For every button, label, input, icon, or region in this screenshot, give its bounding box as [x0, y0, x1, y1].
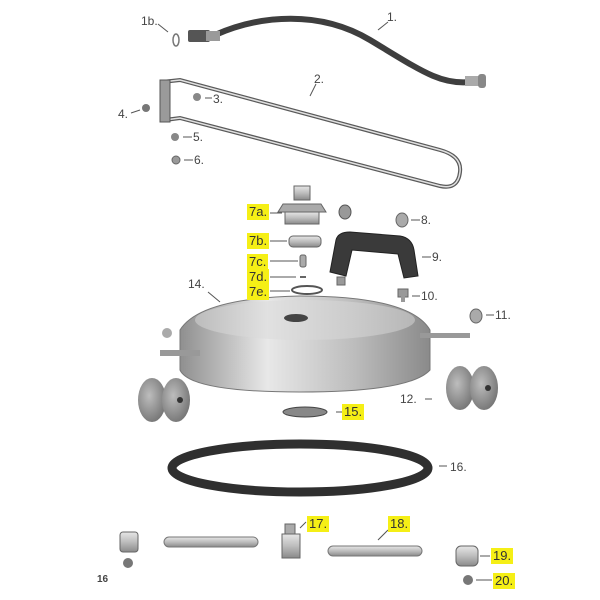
callout-10: 10.	[421, 289, 438, 303]
callout-5: 5.	[193, 130, 204, 144]
corner-label: 16	[97, 574, 109, 585]
callout-17: 17.	[307, 516, 330, 532]
cap-nut-8	[395, 212, 409, 228]
callout-4: 4.	[118, 107, 129, 121]
callout-7d: 7d.	[247, 269, 270, 285]
hose-part	[172, 15, 486, 88]
nozzle-cap-left	[119, 531, 139, 553]
callout-3: 3.	[213, 92, 224, 106]
pin-part	[299, 254, 307, 268]
callout-15: 15.	[342, 404, 365, 420]
housing-part	[160, 295, 470, 393]
nut-4	[142, 104, 150, 112]
washer-15	[282, 406, 328, 418]
callout-1b: 1b.	[141, 14, 158, 28]
screw-5	[171, 133, 179, 141]
callout-9: 9.	[432, 250, 443, 264]
snap-ring-part	[291, 285, 323, 295]
handle-frame-part	[159, 77, 463, 189]
callout-7e: 7e.	[247, 284, 270, 300]
cap-nut-11	[469, 308, 483, 324]
callout-1: 1.	[387, 10, 398, 24]
nozzle-cap-part	[455, 545, 479, 567]
callout-8: 8.	[421, 213, 432, 227]
caster-wheel-right	[446, 366, 498, 410]
handle-part	[329, 231, 419, 279]
callout-7c: 7c.	[247, 254, 269, 270]
callout-16: 16.	[450, 460, 467, 474]
callout-20: 20.	[493, 573, 516, 589]
callout-14: 14.	[188, 277, 205, 291]
cap-nut-part	[338, 204, 352, 220]
washer-6	[171, 155, 181, 165]
nut-3	[193, 93, 201, 101]
spray-bar-part	[327, 545, 423, 557]
caster-wheel-left	[138, 378, 190, 422]
callout-7b: 7b.	[247, 233, 270, 249]
callout-18: 18.	[388, 516, 411, 532]
nozzle-tip-left	[123, 558, 133, 568]
callout-12: 12.	[400, 392, 417, 406]
bolt-10	[397, 288, 409, 298]
nozzle-tip-part	[463, 575, 473, 585]
brush-ring-part	[167, 439, 433, 497]
callout-2: 2.	[314, 72, 325, 86]
callout-7a: 7a.	[247, 204, 270, 220]
spray-bar-left	[163, 536, 259, 548]
callout-19: 19.	[491, 548, 514, 564]
bearing-ring-part	[288, 235, 322, 248]
callout-6: 6.	[194, 153, 205, 167]
nozzle-part	[284, 523, 296, 535]
callout-11: 11.	[495, 308, 511, 322]
swivel-body-part	[277, 185, 327, 225]
